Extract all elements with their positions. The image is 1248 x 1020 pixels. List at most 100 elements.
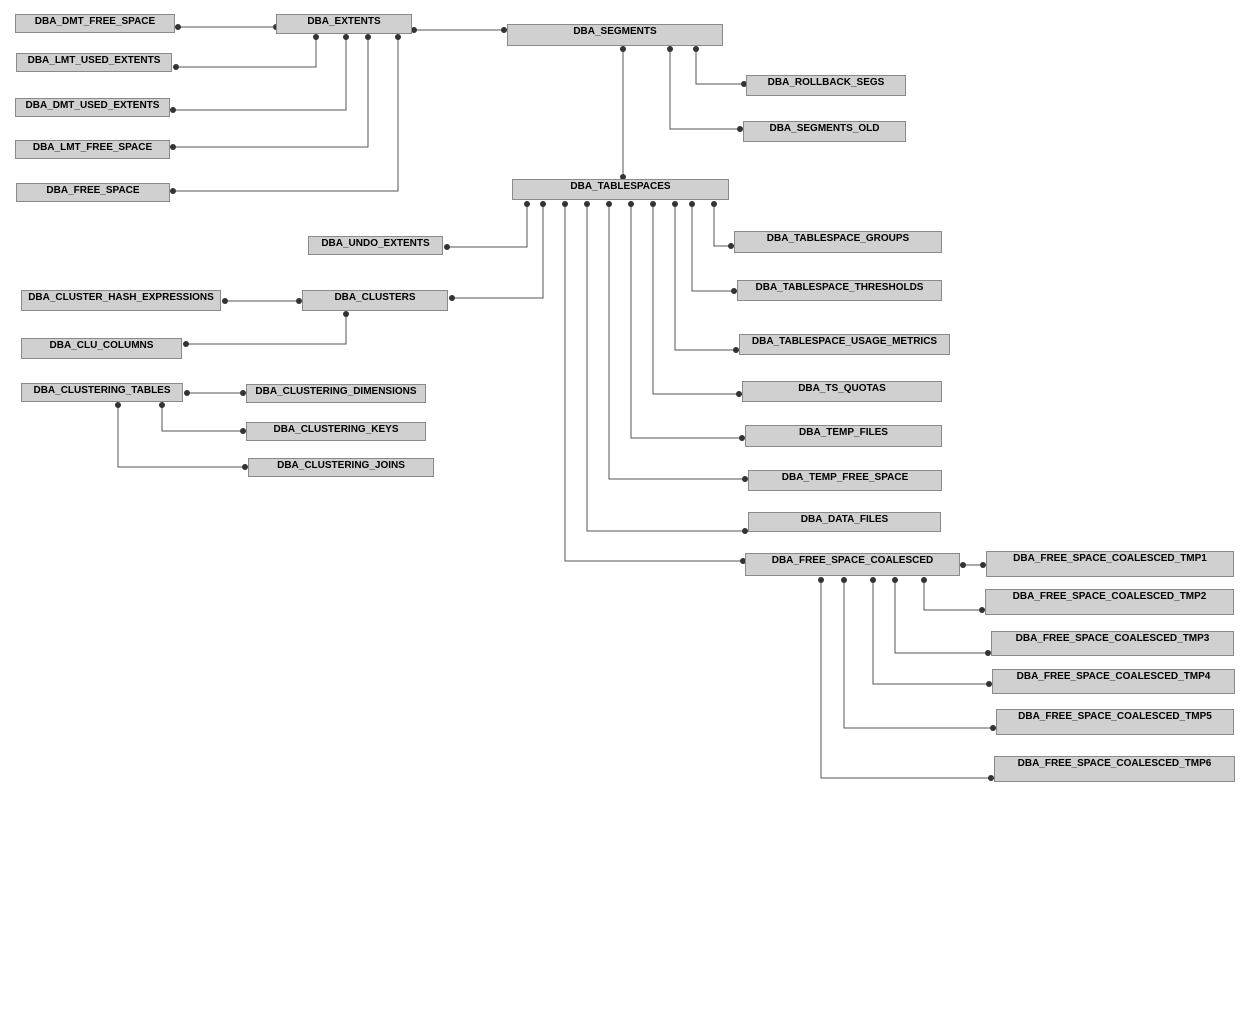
connector-dot: [672, 201, 678, 207]
connector-dot: [343, 311, 349, 317]
connector-dot: [395, 34, 401, 40]
connector-dot: [584, 201, 590, 207]
relationship-line: [923, 580, 982, 611]
table-dba-temp-free-space[interactable]: DBA_TEMP_FREE_SPACE: [748, 470, 942, 491]
relationship-line: [173, 37, 347, 111]
connector-dot: [693, 46, 699, 52]
connector-dot: [986, 681, 992, 687]
connector-dot: [175, 24, 181, 30]
table-dba-free-space-coalesced[interactable]: DBA_FREE_SPACE_COALESCED: [745, 553, 960, 576]
table-dba-dmt-free-space[interactable]: DBA_DMT_FREE_SPACE: [15, 14, 175, 33]
relationship-line: [695, 49, 744, 85]
table-dba-tablespace-groups[interactable]: DBA_TABLESPACE_GROUPS: [734, 231, 942, 253]
table-dba-clustering-dimensions[interactable]: DBA_CLUSTERING_DIMENSIONS: [246, 384, 426, 403]
table-dba-free-space-coalesced-tmp2[interactable]: DBA_FREE_SPACE_COALESCED_TMP2: [985, 589, 1234, 615]
table-dba-rollback-segs[interactable]: DBA_ROLLBACK_SEGS: [746, 75, 906, 96]
connector-dot: [365, 34, 371, 40]
connector-dot: [606, 201, 612, 207]
connector-dot: [841, 577, 847, 583]
connector-dot: [980, 562, 986, 568]
relationship-line: [630, 204, 742, 439]
connector-dot: [742, 476, 748, 482]
relationship-line: [186, 314, 347, 345]
connector-dot: [988, 775, 994, 781]
connector-dot: [540, 201, 546, 207]
relationship-line: [894, 580, 988, 654]
table-dba-free-space-coalesced-tmp4[interactable]: DBA_FREE_SPACE_COALESCED_TMP4: [992, 669, 1235, 694]
connector-dot: [173, 64, 179, 70]
table-dba-lmt-free-space[interactable]: DBA_LMT_FREE_SPACE: [15, 140, 170, 159]
connector-dot: [736, 391, 742, 397]
relationship-line: [843, 580, 993, 729]
connector-dot: [115, 402, 121, 408]
table-dba-free-space-coalesced-tmp3[interactable]: DBA_FREE_SPACE_COALESCED_TMP3: [991, 631, 1234, 656]
table-dba-cluster-hash-expressions[interactable]: DBA_CLUSTER_HASH_EXPRESSIONS: [21, 290, 221, 311]
table-dba-segments-old[interactable]: DBA_SEGMENTS_OLD: [743, 121, 906, 142]
table-dba-temp-files[interactable]: DBA_TEMP_FILES: [745, 425, 942, 447]
connector-dot: [742, 528, 748, 534]
relationship-line: [176, 37, 317, 68]
relationship-line: [669, 49, 740, 130]
table-dba-tablespace-usage-metrics[interactable]: DBA_TABLESPACE_USAGE_METRICS: [739, 334, 950, 355]
table-dba-tablespace-thresholds[interactable]: DBA_TABLESPACE_THRESHOLDS: [737, 280, 942, 301]
connector-dot: [979, 607, 985, 613]
connector-dot: [444, 244, 450, 250]
table-dba-free-space-coalesced-tmp5[interactable]: DBA_FREE_SPACE_COALESCED_TMP5: [996, 709, 1234, 735]
table-dba-free-space[interactable]: DBA_FREE_SPACE: [16, 183, 170, 202]
table-dba-extents[interactable]: DBA_EXTENTS: [276, 14, 412, 34]
relationship-line: [608, 204, 745, 480]
table-dba-clustering-tables[interactable]: DBA_CLUSTERING_TABLES: [21, 383, 183, 402]
table-dba-free-space-coalesced-tmp1[interactable]: DBA_FREE_SPACE_COALESCED_TMP1: [986, 551, 1234, 577]
relationship-line: [173, 37, 369, 148]
connector-dot: [620, 46, 626, 52]
connector-dot: [741, 81, 747, 87]
table-dba-clusters[interactable]: DBA_CLUSTERS: [302, 290, 448, 311]
connector-dot: [628, 201, 634, 207]
relationship-line: [564, 204, 743, 562]
table-dba-clu-columns[interactable]: DBA_CLU_COLUMNS: [21, 338, 182, 359]
connector-dot: [985, 650, 991, 656]
connector-dot: [711, 201, 717, 207]
connector-dot: [159, 402, 165, 408]
connector-dot: [818, 577, 824, 583]
connector-dot: [728, 243, 734, 249]
table-dba-tablespaces[interactable]: DBA_TABLESPACES: [512, 179, 729, 200]
relationship-line: [691, 204, 734, 292]
connector-dot: [650, 201, 656, 207]
connector-dot: [222, 298, 228, 304]
table-dba-ts-quotas[interactable]: DBA_TS_QUOTAS: [742, 381, 942, 402]
connector-dot: [620, 174, 626, 180]
relationship-line: [452, 204, 544, 299]
connector-dot: [892, 577, 898, 583]
table-dba-undo-extents[interactable]: DBA_UNDO_EXTENTS: [308, 236, 443, 255]
connector-dot: [689, 201, 695, 207]
connector-dot: [411, 27, 417, 33]
connector-dot: [240, 428, 246, 434]
connector-dot: [733, 347, 739, 353]
connector-dot: [343, 34, 349, 40]
connector-dot: [184, 390, 190, 396]
connector-dot: [739, 435, 745, 441]
connector-dot: [242, 464, 248, 470]
connector-dot: [740, 558, 746, 564]
connector-dot: [449, 295, 455, 301]
relationship-line: [161, 405, 243, 432]
connector-dot: [170, 107, 176, 113]
table-dba-segments[interactable]: DBA_SEGMENTS: [507, 24, 723, 46]
connector-dot: [731, 288, 737, 294]
relationship-line: [713, 204, 731, 247]
relationship-line: [173, 37, 399, 192]
table-dba-lmt-used-extents[interactable]: DBA_LMT_USED_EXTENTS: [16, 53, 172, 72]
connector-dot: [524, 201, 530, 207]
relationship-line: [820, 580, 991, 779]
table-dba-data-files[interactable]: DBA_DATA_FILES: [748, 512, 941, 532]
table-dba-dmt-used-extents[interactable]: DBA_DMT_USED_EXTENTS: [15, 98, 170, 117]
connector-dot: [240, 390, 246, 396]
connector-dot: [183, 341, 189, 347]
table-dba-clustering-keys[interactable]: DBA_CLUSTERING_KEYS: [246, 422, 426, 441]
table-dba-clustering-joins[interactable]: DBA_CLUSTERING_JOINS: [248, 458, 434, 477]
connector-dot: [921, 577, 927, 583]
table-dba-free-space-coalesced-tmp6[interactable]: DBA_FREE_SPACE_COALESCED_TMP6: [994, 756, 1235, 782]
connector-dot: [990, 725, 996, 731]
